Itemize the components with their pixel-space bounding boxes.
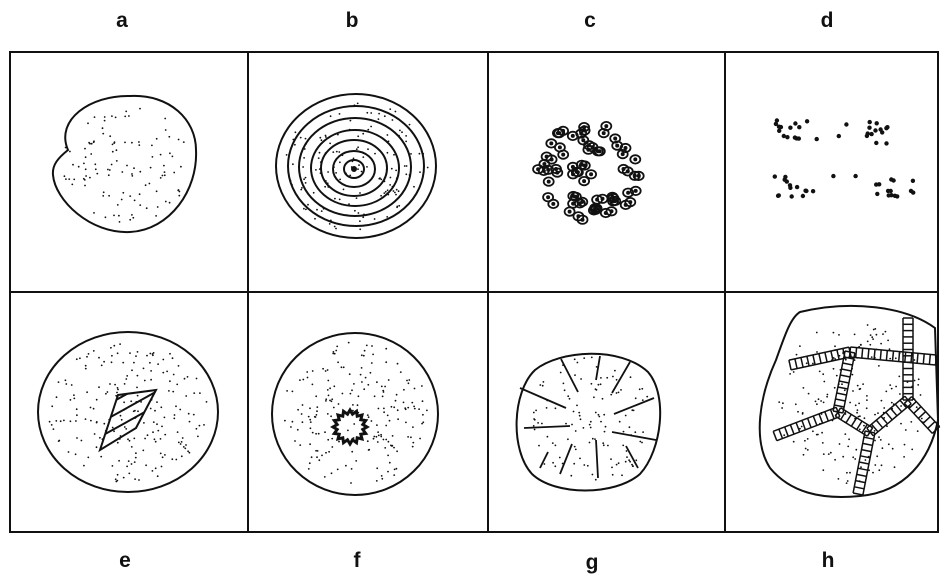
panel-d-scattered-dots — [773, 118, 916, 198]
stipple-dots — [49, 103, 924, 485]
panel-g-cracks — [520, 356, 656, 478]
panel-h-veined-block — [760, 306, 940, 497]
panel-b-concentric — [276, 94, 436, 238]
panel-grid — [10, 52, 938, 532]
panel-e-blob-with-crystal — [38, 332, 218, 492]
panel-c-nodules — [533, 122, 644, 224]
panel-f-blob-with-core — [272, 333, 438, 495]
